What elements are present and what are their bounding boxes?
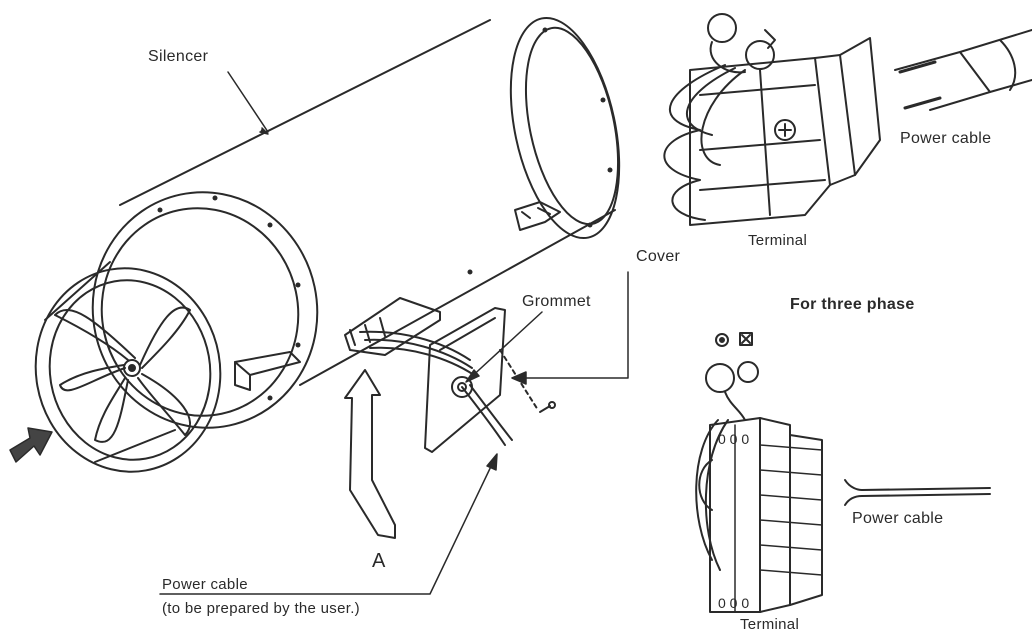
label-grommet: Grommet	[522, 293, 591, 310]
fan-assembly	[34, 261, 222, 473]
airflow-arrow	[9, 427, 53, 463]
cover-plate	[424, 307, 556, 453]
label-terminal-three: Terminal	[740, 616, 800, 633]
svg-text:0 0 0: 0 0 0	[718, 431, 749, 447]
svg-text:0 0 0: 0 0 0	[718, 595, 749, 611]
label-power-cable-main: Power cable	[162, 576, 248, 593]
terminal-opening	[344, 297, 475, 376]
terminal-three-phase: 0 0 0 0 0 0	[695, 332, 991, 613]
label-power-cable-note: (to be prepared by the user.)	[162, 600, 360, 617]
terminal-single-phase	[663, 13, 1032, 226]
label-power-cable-single: Power cable	[900, 130, 992, 147]
silencer-body	[91, 16, 621, 429]
arrow-a	[344, 369, 396, 539]
label-terminal-single: Terminal	[748, 232, 808, 249]
power-cable-line	[461, 384, 513, 446]
label-cover: Cover	[636, 248, 681, 265]
label-three-phase-heading: For three phase	[790, 296, 915, 313]
label-marker-a: A	[372, 550, 386, 572]
leader-lines	[159, 71, 629, 595]
label-silencer: Silencer	[148, 48, 209, 65]
label-power-cable-three: Power cable	[852, 510, 944, 527]
